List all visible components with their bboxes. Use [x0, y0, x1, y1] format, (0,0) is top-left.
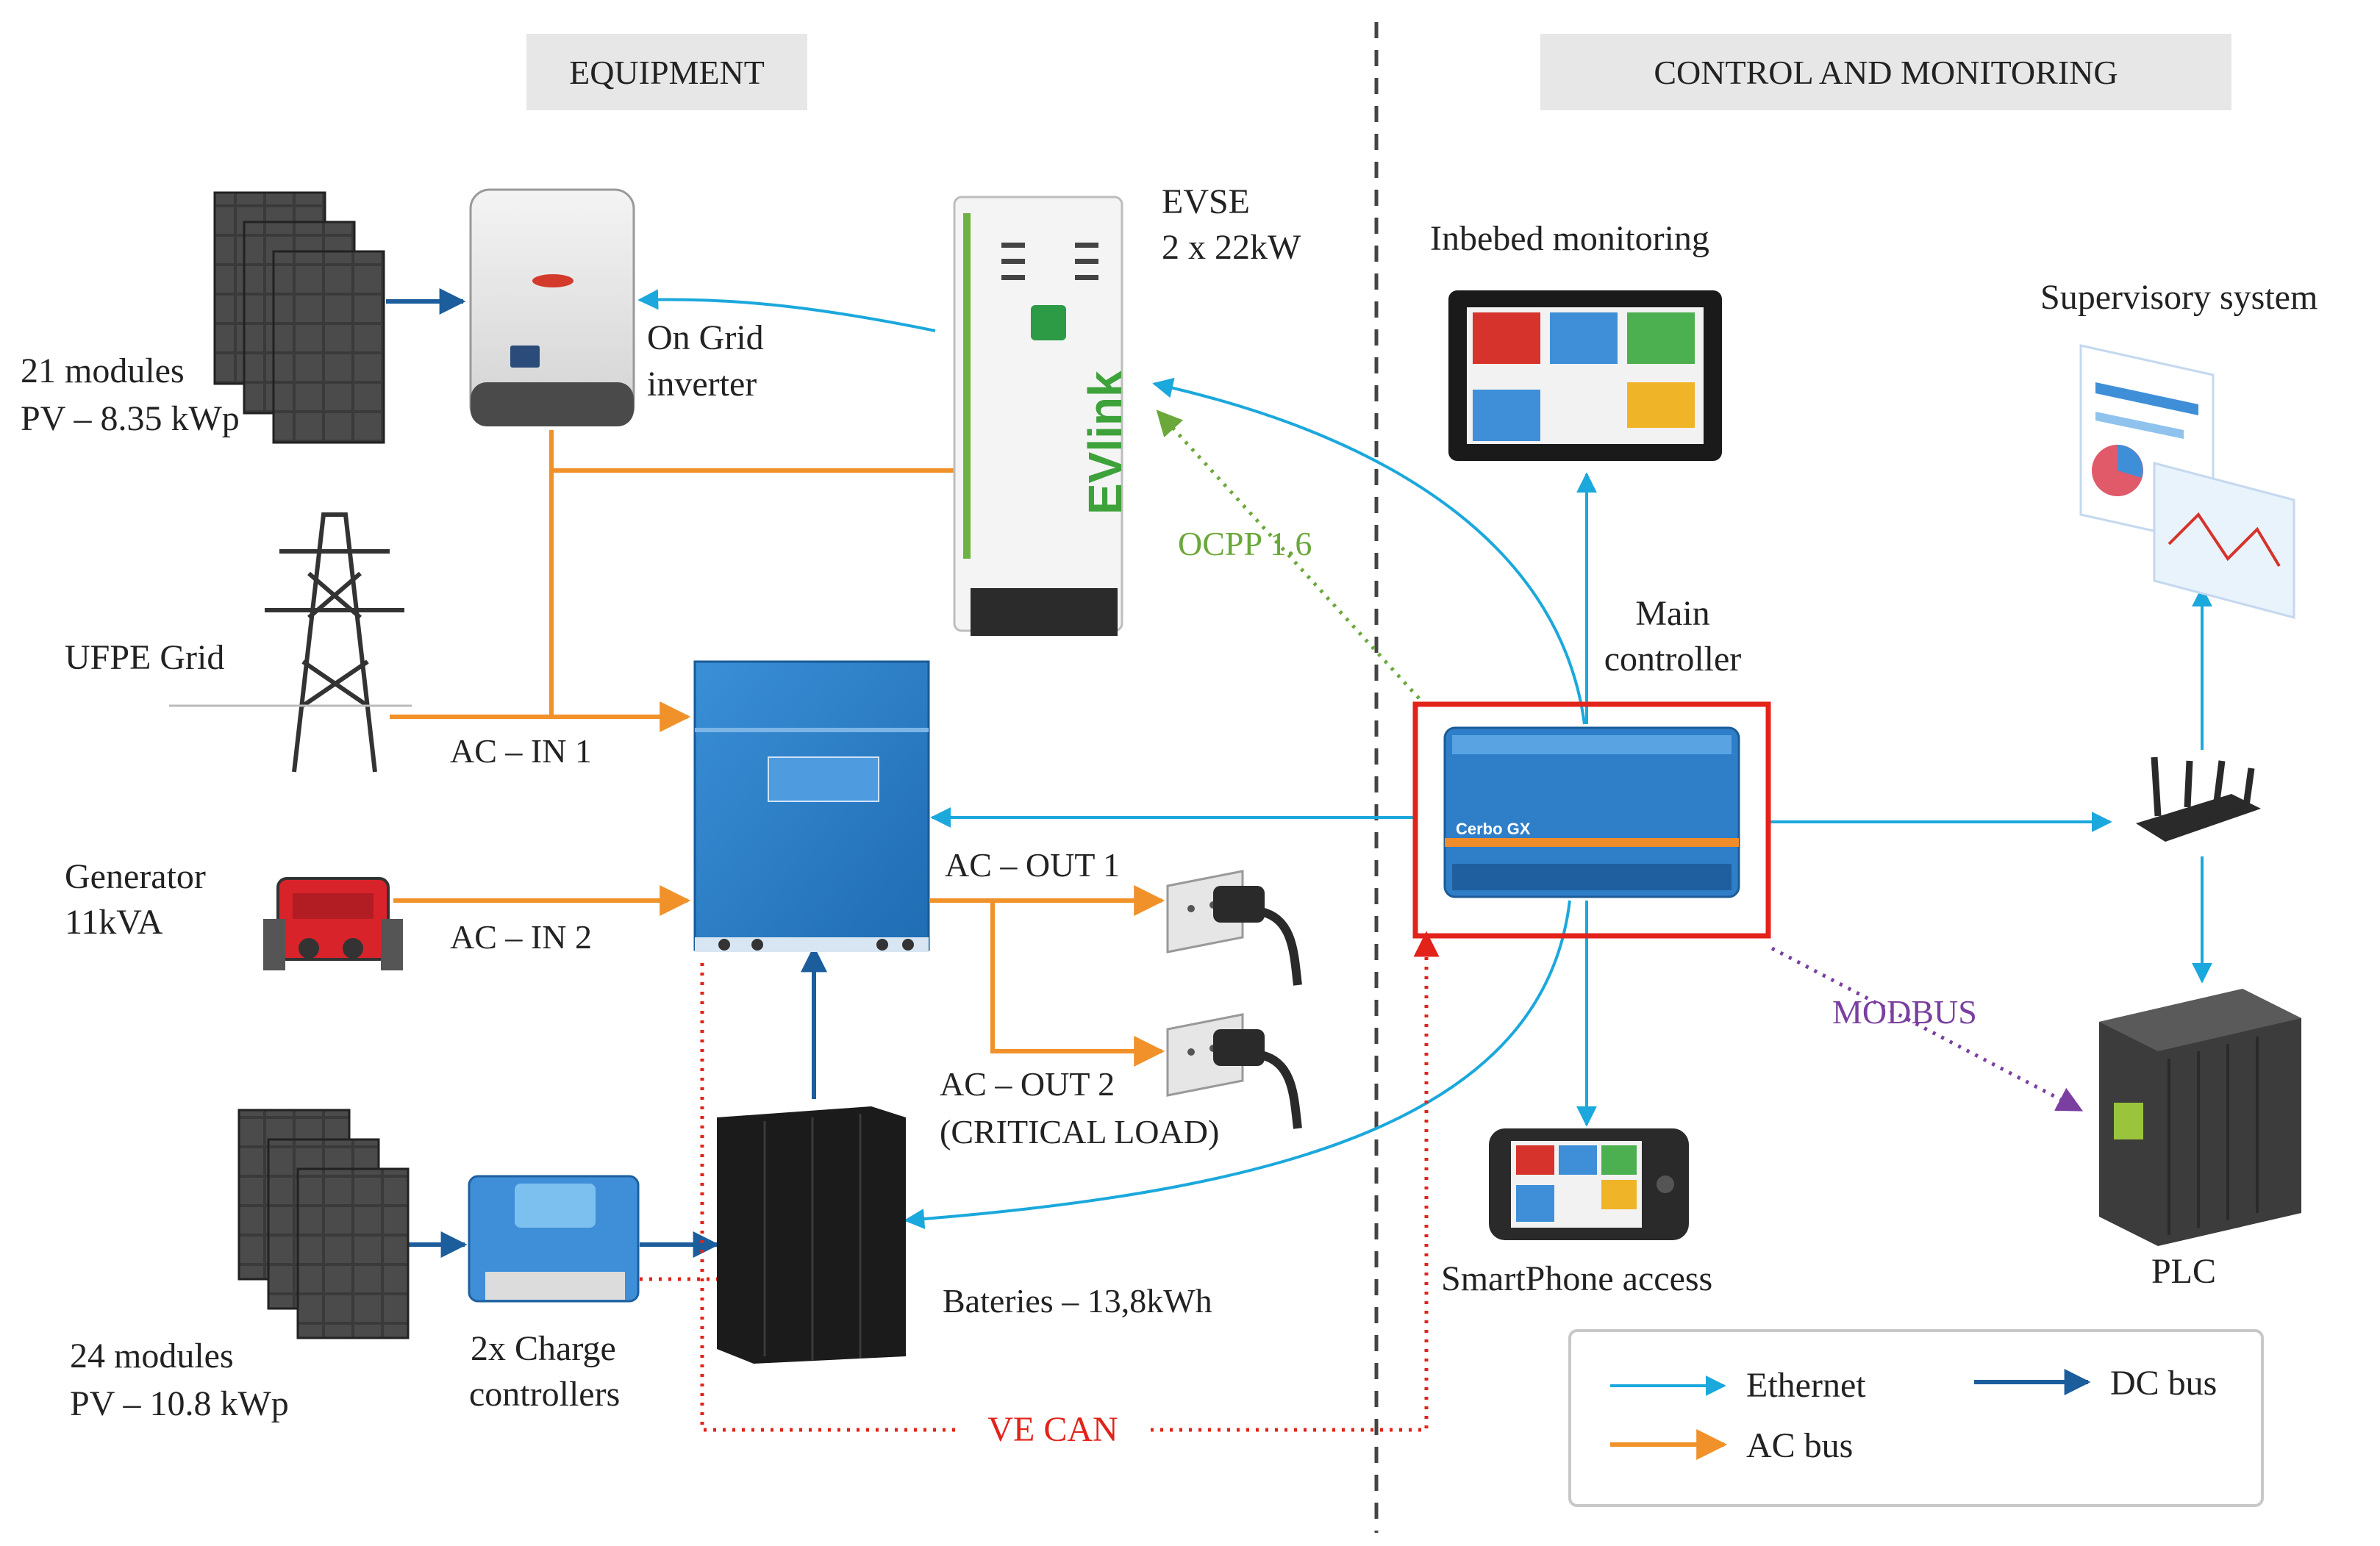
- solar-panel-icon: [237, 1109, 410, 1339]
- transmission-tower-icon: [169, 512, 412, 773]
- evse-label-1: EVSE: [1162, 182, 1250, 221]
- inverter-icon: [469, 188, 635, 426]
- monitor-display-icon: [1448, 290, 1722, 461]
- eth-line-evse: [1152, 377, 1586, 725]
- control-header: CONTROL AND MONITORING: [1540, 34, 2231, 110]
- legend-item-ethernet: Ethernet: [1610, 1366, 1866, 1405]
- eth-line-battery: [904, 900, 1571, 1230]
- main-controller-label-1: Main: [1635, 594, 1709, 633]
- charge-label-2: controllers: [469, 1375, 620, 1414]
- ev-charger-icon: EVlink: [953, 196, 1132, 636]
- legend-ac-bus-label: AC bus: [1746, 1426, 1853, 1465]
- ac-bus-lines: [390, 430, 1165, 1067]
- charge-controller-icon: [468, 1175, 640, 1303]
- cerbo-gx-icon: Cerbo GX: [1443, 726, 1740, 898]
- pv2-power-label: PV – 10.8 kWp: [70, 1384, 289, 1423]
- charge-label-1: 2x Charge: [471, 1329, 616, 1368]
- plc-icon: [2099, 989, 2301, 1246]
- generator-icon: [263, 877, 403, 970]
- equipment-header: EQUIPMENT: [526, 34, 807, 110]
- main-controller-label-2: controller: [1604, 640, 1742, 679]
- smartphone-label: SmartPhone access: [1441, 1259, 1712, 1298]
- vecan-line-right: [1151, 931, 1440, 1432]
- pv2-count-label: 24 modules: [70, 1336, 234, 1375]
- legend-ethernet-label: Ethernet: [1746, 1366, 1866, 1405]
- modbus-label: MODBUS: [1832, 993, 1977, 1031]
- vecan-line-left: [700, 963, 956, 1432]
- ethernet-lines: [637, 289, 2212, 1230]
- equipment-header-label: EQUIPMENT: [569, 54, 765, 91]
- inverter-label-1: On Grid: [647, 318, 764, 357]
- vecan-lines: [640, 931, 1440, 1432]
- cerbo-brand-label: Cerbo GX: [1456, 820, 1531, 838]
- vecan-label: VE CAN: [987, 1410, 1118, 1449]
- generator-label-2: 11kVA: [65, 903, 163, 942]
- solar-panel-icon: [213, 191, 385, 444]
- evse-brand-label: EVlink: [1079, 371, 1132, 515]
- modbus-line: [1770, 946, 2084, 1112]
- eth-line-evse-inverter: [637, 289, 936, 332]
- dc-bus-lines: [386, 288, 827, 1258]
- legend-dc-bus-label: DC bus: [2110, 1364, 2217, 1403]
- router-icon: [2136, 756, 2261, 842]
- batteries-label: Bateries – 13,8kWh: [943, 1282, 1212, 1320]
- pv1-power-label: PV – 8.35 kWp: [21, 399, 240, 438]
- inbebed-label: Inbebed monitoring: [1430, 219, 1709, 258]
- plug-icon: [1213, 886, 1302, 986]
- grid-label: UFPE Grid: [65, 638, 224, 677]
- legend-item-dc-bus: DC bus: [1974, 1364, 2217, 1403]
- ac-out-1-label: AC – OUT 1: [945, 846, 1120, 884]
- legend-item-ac-bus: AC bus: [1610, 1426, 1853, 1465]
- ocpp-line: [1156, 409, 1421, 700]
- dashboard-icon: [2079, 344, 2295, 619]
- plug-icon: [1213, 1029, 1302, 1129]
- battery-cabinet-icon: [717, 1106, 906, 1364]
- ocpp-label: OCPP 1.6: [1178, 525, 1312, 562]
- smartphone-icon: [1489, 1128, 1689, 1240]
- ac-out-2-label: AC – OUT 2: [940, 1065, 1115, 1103]
- plc-label: PLC: [2151, 1252, 2216, 1291]
- main-controller-highlight: [1412, 701, 1771, 939]
- legend: Ethernet DC bus AC bus: [1568, 1329, 2264, 1507]
- supervisory-label: Supervisory system: [2040, 278, 2318, 317]
- ac-in-2-label: AC – IN 2: [450, 918, 592, 956]
- critical-load-label: (CRITICAL LOAD): [940, 1113, 1219, 1150]
- multiplus-inverter-icon: [693, 660, 930, 952]
- inverter-label-2: inverter: [647, 365, 757, 404]
- control-header-label: CONTROL AND MONITORING: [1654, 54, 2118, 91]
- generator-label-1: Generator: [65, 857, 206, 896]
- pv1-count-label: 21 modules: [21, 351, 185, 390]
- ac-in-1-label: AC – IN 1: [450, 732, 592, 770]
- ac-out-2-line: [990, 901, 1165, 1067]
- evse-label-2: 2 x 22kW: [1162, 228, 1301, 267]
